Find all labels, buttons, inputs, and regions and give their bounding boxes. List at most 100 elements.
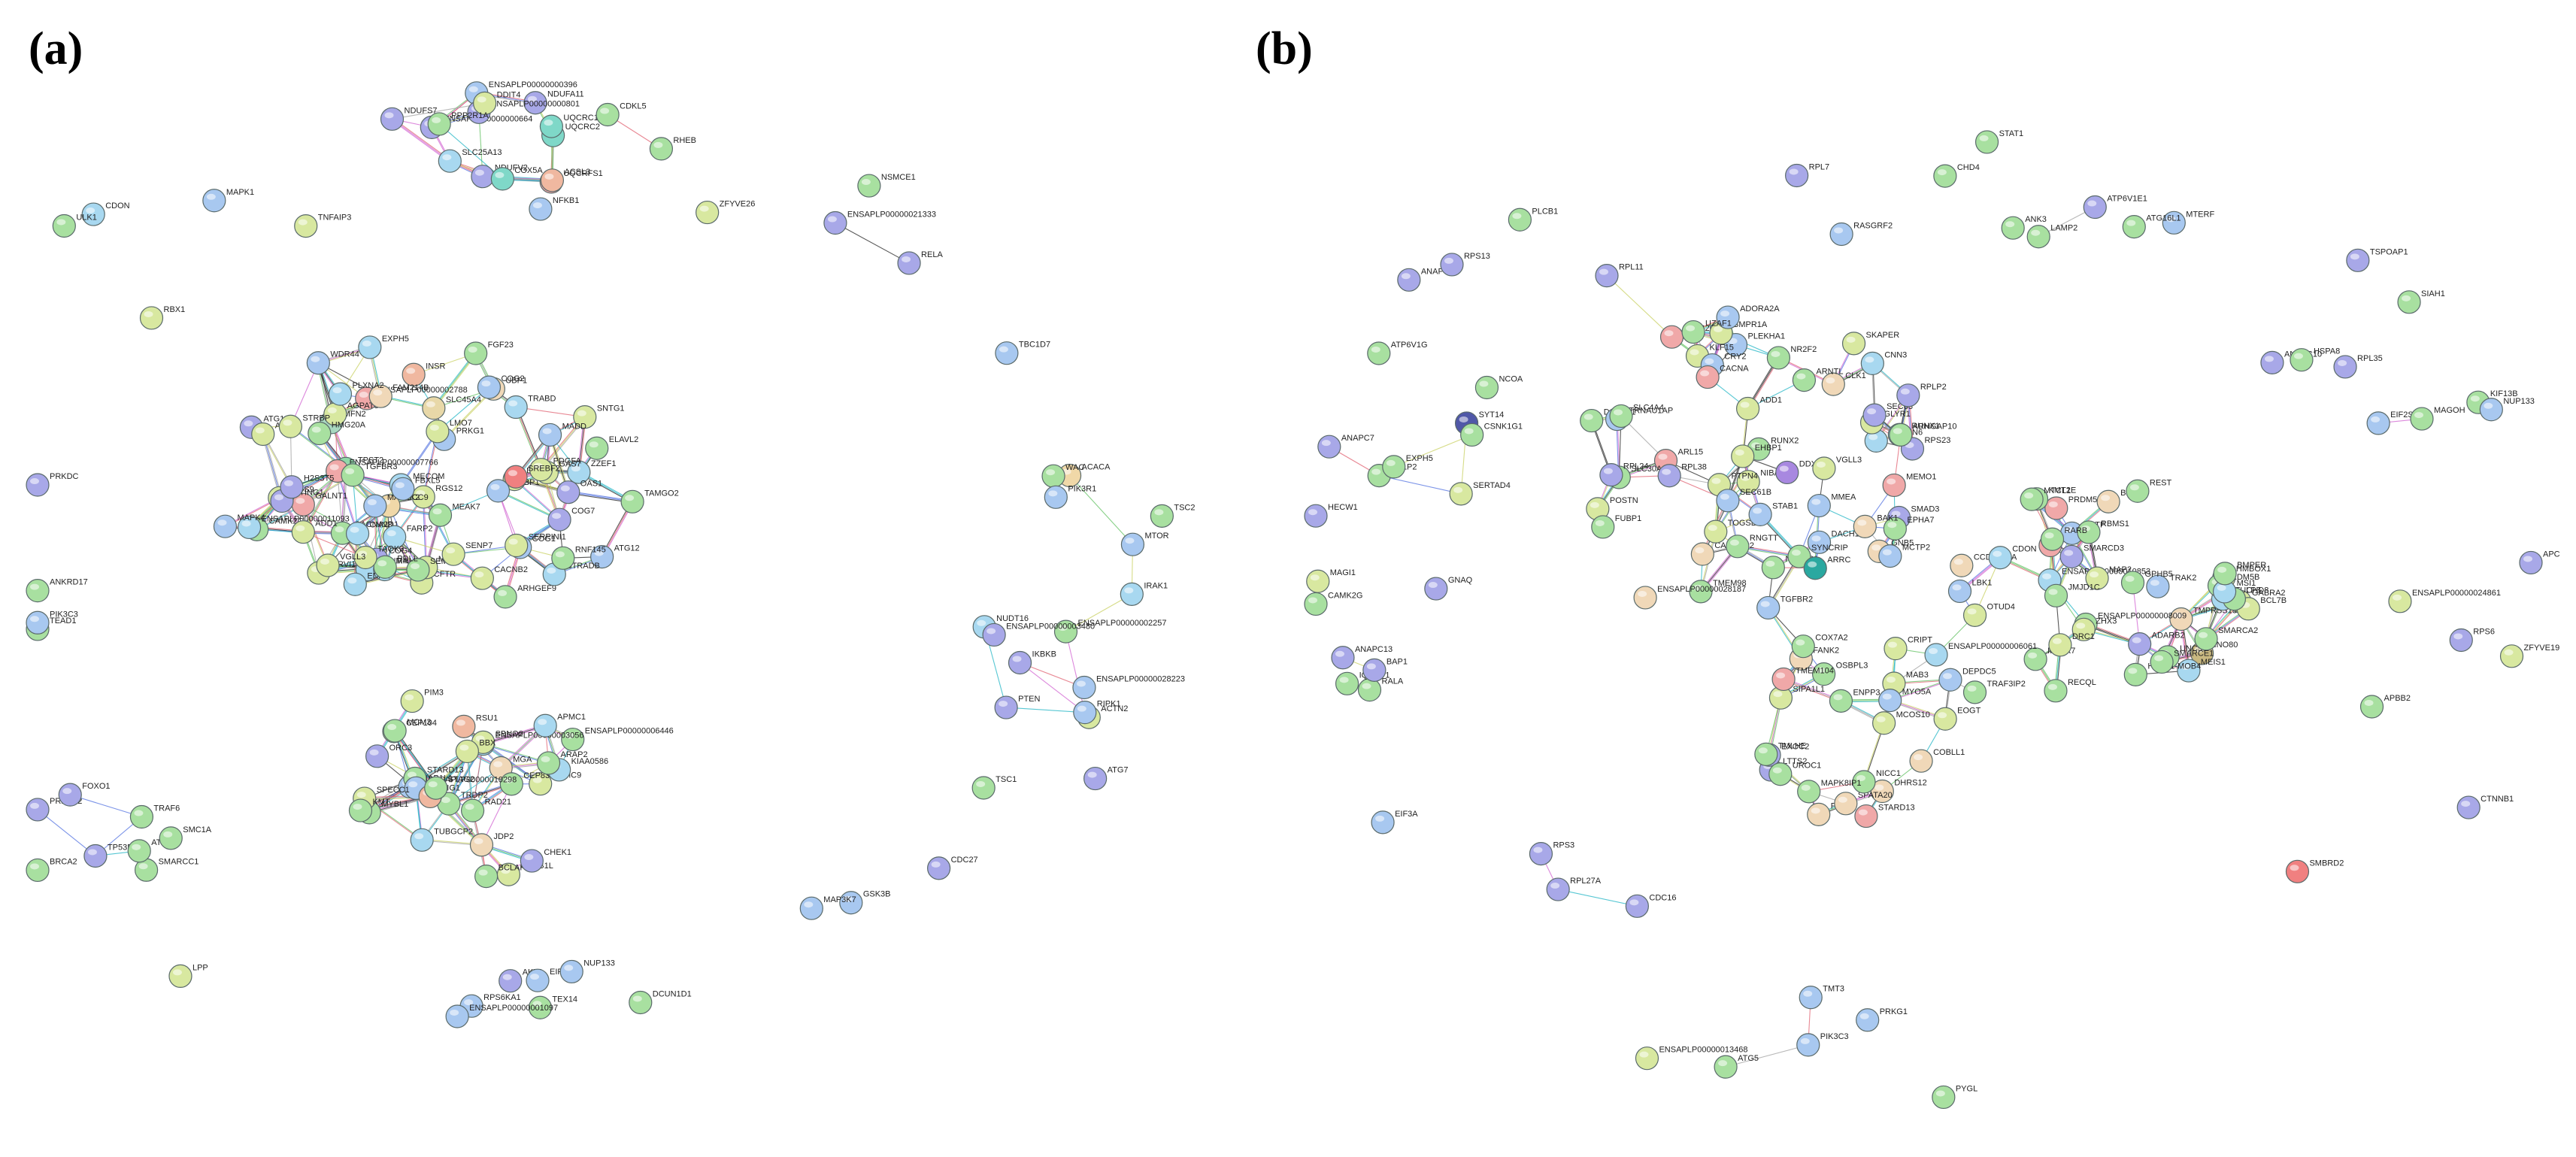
network-node[interactable]: ADORA2A (1716, 304, 1780, 329)
node-circle[interactable] (1974, 130, 1999, 154)
node-circle[interactable] (1807, 802, 1831, 826)
node-circle[interactable] (1872, 711, 1896, 735)
node-circle[interactable] (455, 739, 479, 764)
network-node[interactable]: MAP3K7 (799, 895, 856, 920)
network-node[interactable]: TSC2 (1150, 503, 1195, 528)
network-node[interactable]: NUP133 (559, 959, 615, 984)
network-node[interactable]: WAC (1041, 463, 1084, 488)
network-node[interactable]: RNF145 (551, 545, 606, 570)
node-circle[interactable] (1357, 678, 1382, 702)
network-node[interactable]: NFKB1 (529, 196, 579, 221)
network-node[interactable]: PIM3 (400, 689, 444, 713)
network-node[interactable]: CNN3 (345, 521, 392, 546)
node-circle[interactable] (445, 1004, 469, 1028)
network-node[interactable]: ANK3 (2001, 215, 2047, 240)
node-circle[interactable] (291, 520, 315, 544)
node-circle[interactable] (2023, 647, 2047, 671)
node-circle[interactable] (1304, 592, 1328, 616)
network-node[interactable]: ANKRD17 (26, 578, 88, 603)
node-circle[interactable] (1812, 456, 1836, 480)
network-node[interactable]: RPLP2 (1896, 383, 1947, 407)
network-node[interactable]: MTERF (2162, 210, 2214, 235)
network-node[interactable]: PLEKHA1 (1723, 332, 1786, 357)
node-circle[interactable] (1988, 546, 2012, 570)
node-circle[interactable] (1766, 346, 1791, 370)
node-circle[interactable] (1690, 542, 1714, 566)
network-node[interactable]: TNFAIP3 (294, 214, 352, 238)
network-node[interactable]: TRAK2 (2146, 574, 2196, 598)
node-circle[interactable] (1785, 163, 1809, 188)
node-circle[interactable] (1807, 493, 1831, 518)
node-circle[interactable] (1546, 877, 1570, 901)
network-node[interactable]: RAD21 (460, 798, 511, 822)
node-circle[interactable] (427, 112, 451, 136)
network-node[interactable]: SREBF2 (504, 464, 560, 489)
node-circle[interactable] (1829, 222, 1853, 247)
network-node[interactable]: RALA (1357, 677, 1404, 702)
network-node[interactable]: RBX1 (139, 305, 186, 330)
network-node[interactable]: SEC61B (1716, 488, 1771, 513)
network-node[interactable]: HECW1 (1304, 503, 1358, 528)
node-circle[interactable] (2001, 216, 2025, 240)
network-node[interactable]: ATG12 (590, 544, 640, 569)
network-node[interactable]: PRKAA2 (26, 797, 82, 822)
node-circle[interactable] (1371, 810, 1395, 834)
node-circle[interactable] (559, 959, 583, 984)
node-circle[interactable] (1304, 504, 1328, 528)
network-node[interactable]: STAG2 (424, 775, 474, 800)
node-circle[interactable] (280, 475, 304, 499)
network-node[interactable]: CRIPT (1884, 636, 1932, 661)
network-node[interactable]: SMARCD3 (2059, 544, 2124, 569)
network-node[interactable]: LBK1 (1947, 578, 1993, 604)
node-circle[interactable] (1962, 680, 1987, 704)
node-circle[interactable] (202, 189, 226, 213)
node-circle[interactable] (438, 149, 462, 173)
network-node[interactable]: ARHGEF9 (493, 584, 556, 609)
network-node[interactable]: SIPA1L1 (1768, 685, 1825, 710)
network-node[interactable]: OSBPL3 (1812, 662, 1868, 686)
node-circle[interactable] (1821, 372, 1845, 396)
network-node[interactable]: PLXNA2 (328, 381, 384, 406)
network-node[interactable]: UZAF1 (1681, 320, 1732, 344)
node-circle[interactable] (213, 514, 238, 538)
node-circle[interactable] (649, 137, 674, 161)
node-circle[interactable] (129, 804, 154, 829)
network-node[interactable]: PIK3R1 (1044, 484, 1096, 509)
node-circle[interactable] (1073, 701, 1097, 725)
network-node[interactable]: DRC1 (2048, 632, 2095, 657)
node-circle[interactable] (471, 165, 495, 189)
network-node[interactable]: STAT1 (1974, 129, 2024, 154)
network-node[interactable]: STRBP (278, 413, 330, 438)
network-node[interactable]: ENSAPLP00000000396 (465, 80, 577, 105)
network-node[interactable]: MADD (538, 422, 586, 447)
network-node[interactable]: MEAK7 (428, 502, 480, 527)
node-circle[interactable] (452, 714, 476, 738)
node-circle[interactable] (1878, 688, 1902, 713)
node-circle[interactable] (2044, 496, 2068, 520)
network-node[interactable]: POSTN (1586, 496, 1638, 521)
node-circle[interactable] (1440, 253, 1464, 277)
network-node[interactable]: CHD4 (1933, 163, 1980, 188)
network-node[interactable]: SERTAD4 (1449, 481, 1511, 506)
node-circle[interactable] (982, 622, 1006, 647)
network-node[interactable]: RPS6 (2449, 627, 2495, 653)
network-node[interactable]: SENP7 (441, 541, 492, 566)
node-circle[interactable] (1083, 766, 1108, 791)
node-circle[interactable] (139, 306, 164, 330)
network-node[interactable]: ANAPC13 (1331, 645, 1393, 670)
node-circle[interactable] (365, 744, 389, 768)
node-circle[interactable] (1736, 396, 1760, 421)
node-circle[interactable] (26, 473, 50, 497)
node-circle[interactable] (2290, 348, 2314, 372)
node-circle[interactable] (547, 507, 571, 532)
network-node[interactable]: HMG20A (308, 421, 366, 446)
network-node[interactable]: SLC4A4 (1609, 403, 1664, 429)
node-circle[interactable] (1756, 595, 1780, 620)
node-circle[interactable] (1896, 383, 1920, 407)
node-circle[interactable] (2044, 679, 2068, 703)
network-node[interactable]: CACNA (1696, 365, 1749, 389)
node-circle[interactable] (1120, 582, 1144, 606)
network-node[interactable]: ADD1 (291, 519, 338, 544)
network-node[interactable]: NSMCE1 (857, 173, 916, 198)
network-node[interactable]: STAB1 (1748, 501, 1798, 526)
